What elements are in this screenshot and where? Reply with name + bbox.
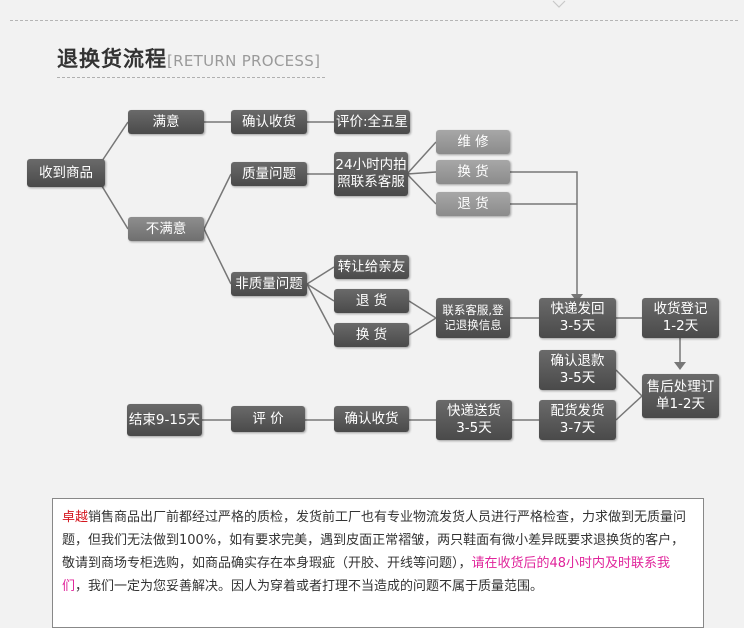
connector-refund-contact xyxy=(408,300,437,319)
connector-photo-repair xyxy=(406,141,437,175)
node-non-quality-issue: 非质量问题 xyxy=(231,272,307,296)
connector-nonquality-refund xyxy=(306,283,335,302)
connector-exchange-contact xyxy=(408,317,437,336)
title-underline xyxy=(57,77,325,78)
notice-text-1: 销售商品出厂前都经过严格的质检，发货前工厂也有专业物流发货人员进行严格检查，力求… xyxy=(62,510,687,571)
notice-text-2: ，我们一定为您妥善解决。因人为穿着或者打理不当造成的问题不属于质量范围。 xyxy=(75,579,544,594)
flow-connectors xyxy=(93,121,686,421)
connector-photo-exchange xyxy=(406,171,437,175)
connector-nonquality-exchange xyxy=(306,283,335,336)
connector-unsatisfied-quality xyxy=(203,173,232,230)
node-repair: 维 修 xyxy=(436,130,510,154)
notice-box: 卓越销售商品出厂前都经过严格的质检，发货前工厂也有专业物流发货人员进行严格检查，… xyxy=(52,498,704,628)
page-title: 退换货流程[RETURN PROCESS] xyxy=(57,44,320,74)
brand-name: 卓越 xyxy=(62,510,89,525)
arrowhead-aftersales xyxy=(674,362,686,370)
node-photo-contact: 24小时内拍 照联系客服 xyxy=(334,152,408,196)
connector-aftersales-refund xyxy=(615,369,643,397)
title-chinese: 退换货流程 xyxy=(57,47,167,71)
node-review-five-star: 评价:全五星 xyxy=(334,110,410,134)
node-ship-goods: 配货发货 3-7天 xyxy=(539,400,616,440)
connector-quality-to-express xyxy=(510,171,578,300)
node-confirm-refund: 确认退款 3-5天 xyxy=(539,350,616,390)
node-confirm-receipt-top: 确认收货 xyxy=(231,110,307,134)
node-confirm-receipt-bottom: 确认收货 xyxy=(334,406,409,432)
connector-unsatisfied-nonquality xyxy=(203,228,232,285)
node-transfer-to-friend: 转让给亲友 xyxy=(334,255,409,279)
connector-photo-refund xyxy=(406,173,437,205)
node-refund-quality: 退 货 xyxy=(436,192,510,216)
node-refund-non-quality: 退 货 xyxy=(334,289,409,313)
top-dashed-divider xyxy=(10,20,738,21)
node-express-deliver: 快递送货 3-5天 xyxy=(436,400,512,440)
node-quality-issue: 质量问题 xyxy=(231,162,307,186)
node-evaluate: 评 价 xyxy=(231,406,305,432)
node-unsatisfied: 不满意 xyxy=(128,217,204,241)
node-finish: 结束9-15天 xyxy=(127,404,202,436)
node-received: 收到商品 xyxy=(27,159,105,187)
notice-highlight: 请在收货后的48小时内及时联系我们 xyxy=(62,556,671,594)
node-express-return: 快递发回 3-5天 xyxy=(539,298,616,338)
connector-aftersales-ship xyxy=(615,395,643,421)
node-receipt-register: 收货登记 1-2天 xyxy=(642,298,719,338)
title-english: [RETURN PROCESS] xyxy=(167,52,321,70)
node-after-sales: 售后处理订 单1-2天 xyxy=(642,374,719,418)
node-contact-register: 联系客服,登 记退换信息 xyxy=(436,298,510,338)
node-exchange-quality: 换 货 xyxy=(436,160,510,184)
chevron-down-icon xyxy=(552,0,566,8)
node-satisfied: 满意 xyxy=(128,110,204,134)
connector-nonquality-transfer xyxy=(306,266,335,285)
node-exchange-non-quality: 换 货 xyxy=(334,323,409,347)
